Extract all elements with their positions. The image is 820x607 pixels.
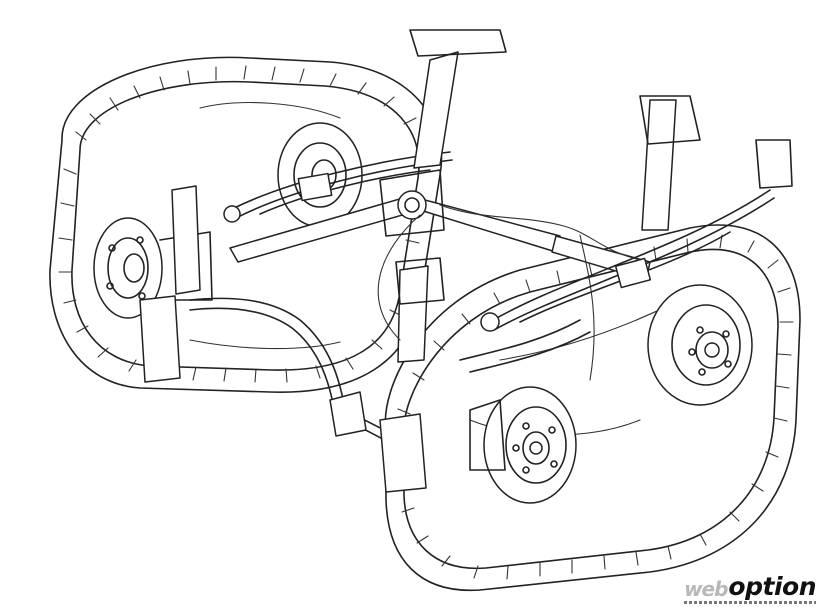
logo-web-text: web (684, 577, 728, 601)
left-track (49, 56, 443, 393)
left-leaf-spring (223, 151, 453, 223)
front-axle (139, 295, 591, 493)
logo-underline (684, 601, 816, 604)
right-rear-hub (647, 284, 753, 406)
right-leaf-spring (480, 139, 793, 332)
webopton-logo: web option (684, 572, 816, 604)
logo-option-text: option (728, 572, 816, 601)
brake-lines (377, 204, 641, 381)
shock-absorbers (171, 29, 701, 363)
right-front-hub (469, 386, 577, 504)
right-track (384, 224, 801, 592)
